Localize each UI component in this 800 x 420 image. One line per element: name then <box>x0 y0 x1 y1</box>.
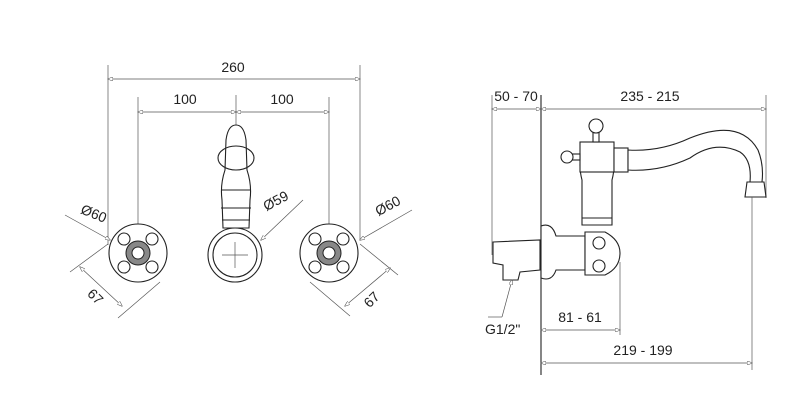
label-connection-thread: G1/2" <box>485 321 520 337</box>
dim-outlet-projection: 219 - 199 <box>613 342 672 358</box>
side-view: 50 - 70 235 - 215 G1/2" 81 - 61 219 - 19… <box>485 88 766 375</box>
in-wall-valve <box>492 239 541 281</box>
front-view: 260 100 100 <box>64 59 413 319</box>
dim-right-handle-width: 67 <box>360 288 382 310</box>
top-knob <box>588 118 604 134</box>
spout <box>627 129 764 183</box>
dim-spout-reach: 235 - 215 <box>620 88 679 104</box>
dim-left-handle-diameter: Ø60 <box>79 201 110 226</box>
spout-top-view <box>207 124 263 283</box>
dim-spout-diameter: Ø59 <box>260 187 291 214</box>
left-handle-top-view <box>108 223 168 283</box>
dim-right-handle-diameter: Ø60 <box>372 192 403 219</box>
dim-right-spacing: 100 <box>270 91 294 107</box>
dim-left-spacing: 100 <box>173 91 197 107</box>
dim-overall-width: 260 <box>221 59 245 75</box>
dim-wall-depth: 50 - 70 <box>494 88 538 104</box>
right-handle-top-view <box>299 223 359 283</box>
dim-handle-projection: 81 - 61 <box>558 309 602 325</box>
